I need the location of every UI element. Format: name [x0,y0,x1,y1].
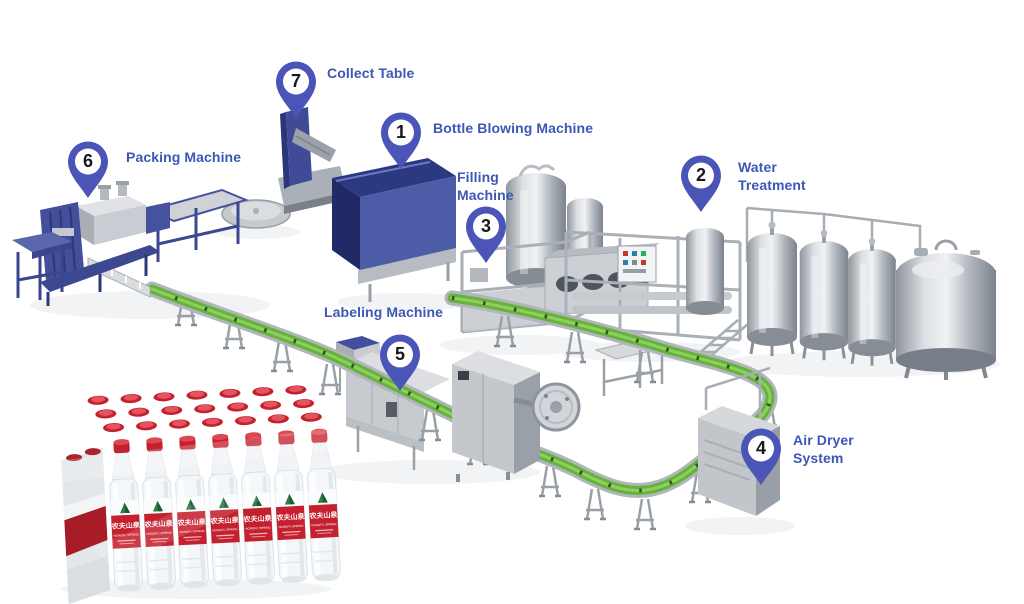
label-labeling-machine: Labeling Machine [324,304,444,320]
collect-table-illustration [221,102,346,229]
pin-labeling-machine[interactable]: 5 [378,334,422,392]
pin-collect-table[interactable]: 7 [274,61,318,119]
pin-number: 5 [394,344,405,364]
stairs-illustration [695,319,749,361]
pin-number: 6 [82,151,93,171]
map-marker-icon [741,428,781,485]
pin-number: 1 [395,122,406,142]
pin-bottle-blowing-machine[interactable]: 1 [379,112,423,170]
pin-filling-machine[interactable]: 3 [464,206,508,264]
pin-number: 7 [290,71,301,91]
map-marker-icon [380,334,420,391]
packing-machine-illustration [12,181,249,306]
pin-air-dryer-system[interactable]: 4 [739,428,783,486]
map-marker-icon [68,141,108,198]
map-marker-icon [276,61,316,118]
label-bottle-blowing-machine: Bottle Blowing Machine [433,120,594,136]
water-treatment-skid-illustration [564,228,742,342]
pin-number: 2 [695,165,706,185]
pin-packing-machine[interactable]: 6 [66,141,110,199]
map-marker-icon [681,155,721,212]
bottle-pack-illustration [61,384,343,604]
label-packing-machine: Packing Machine [126,149,242,165]
label-air-dryer-system: Air Dryer System [793,432,854,467]
pin-number: 4 [755,438,766,458]
water-treatment-tanks-illustration [745,206,996,380]
pin-water-treatment[interactable]: 2 [679,155,723,213]
conveyor-illustration [144,281,781,531]
label-filling-machine: Filling Machine [457,169,514,204]
bottle-blowing-machine-illustration [332,158,456,302]
labeling-cabinet-illustration [452,351,581,482]
map-marker-icon [381,112,421,169]
pin-number: 3 [480,216,491,236]
label-collect-table: Collect Table [327,65,415,81]
map-marker-icon [466,206,506,263]
label-water-treatment: Water Treatment [738,159,806,194]
